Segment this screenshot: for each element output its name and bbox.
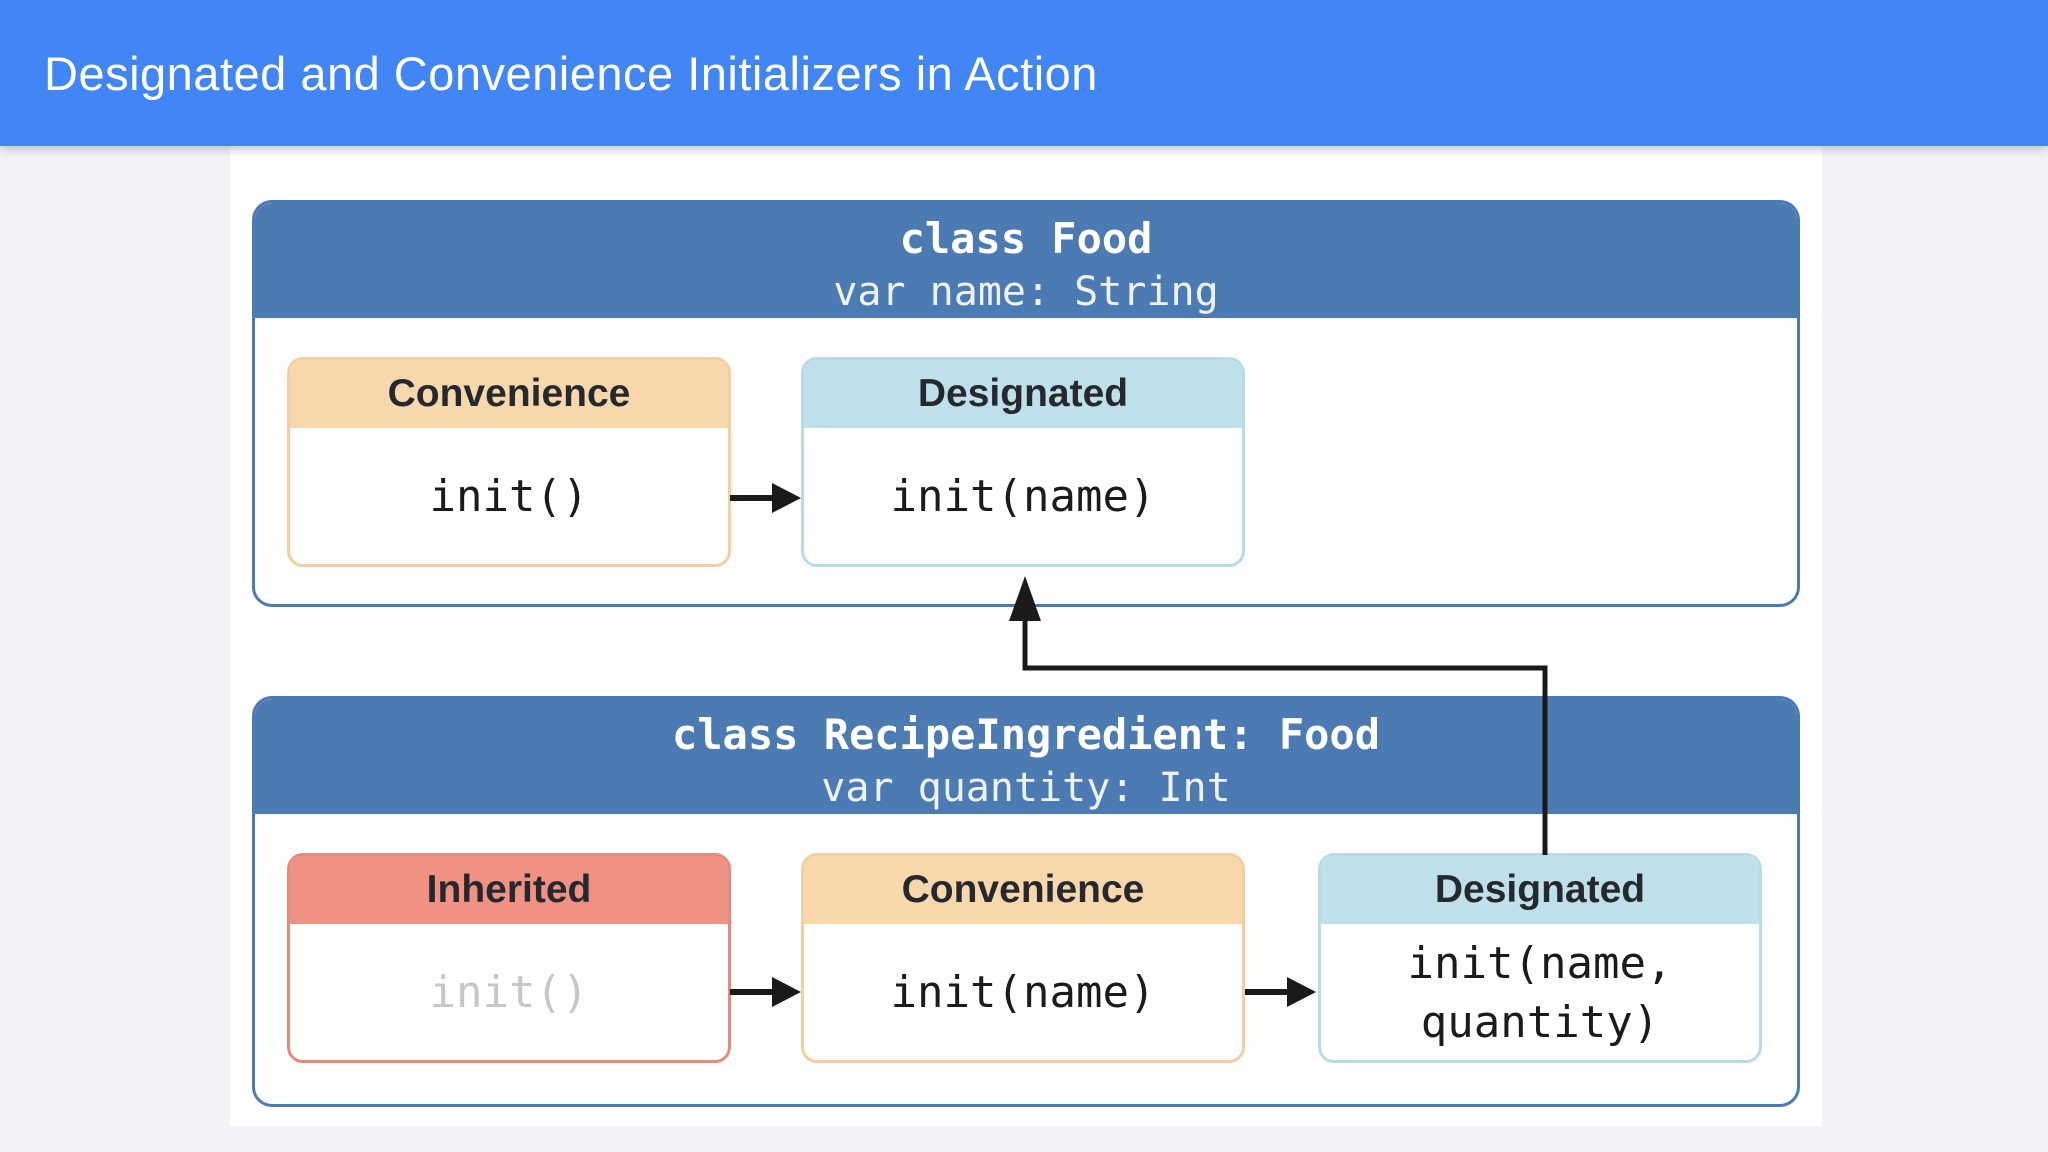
flow-arrow-icon bbox=[730, 977, 801, 1007]
flow-arrow-icon bbox=[730, 483, 801, 513]
flow-arrow-icon bbox=[1245, 977, 1316, 1007]
init-signature: init() bbox=[429, 471, 589, 523]
initializer-card-food-designated: Designated init(name) bbox=[801, 357, 1245, 567]
class-title: class RecipeIngredient: Food bbox=[671, 710, 1380, 759]
card-label: Designated bbox=[804, 360, 1242, 428]
card-label: Convenience bbox=[804, 856, 1242, 924]
class-header-recipe-ingredient: class RecipeIngredient: Food var quantit… bbox=[255, 699, 1797, 814]
init-signature: init(name, quantity) bbox=[1407, 938, 1673, 1048]
initializer-card-recipe-designated: Designated init(name, quantity) bbox=[1318, 853, 1762, 1063]
initializer-card-recipe-inherited: Inherited init() bbox=[287, 853, 731, 1063]
initializer-card-food-convenience: Convenience init() bbox=[287, 357, 731, 567]
init-signature: init(name) bbox=[890, 967, 1156, 1019]
init-signature: init(name) bbox=[890, 471, 1156, 523]
class-box-food: class Food var name: String Convenience … bbox=[252, 200, 1800, 607]
class-subtitle: var quantity: Int bbox=[821, 765, 1231, 811]
card-label: Convenience bbox=[290, 360, 728, 428]
class-title: class Food bbox=[899, 214, 1153, 263]
card-label: Designated bbox=[1321, 856, 1759, 924]
title-bar: Designated and Convenience Initializers … bbox=[0, 0, 2048, 146]
class-header-food: class Food var name: String bbox=[255, 203, 1797, 318]
class-box-recipe-ingredient: class RecipeIngredient: Food var quantit… bbox=[252, 696, 1800, 1107]
class-subtitle: var name: String bbox=[833, 269, 1219, 315]
card-label: Inherited bbox=[290, 856, 728, 924]
initializer-card-recipe-convenience: Convenience init(name) bbox=[801, 853, 1245, 1063]
page-title: Designated and Convenience Initializers … bbox=[44, 46, 1098, 100]
init-signature: init() bbox=[429, 967, 589, 1019]
